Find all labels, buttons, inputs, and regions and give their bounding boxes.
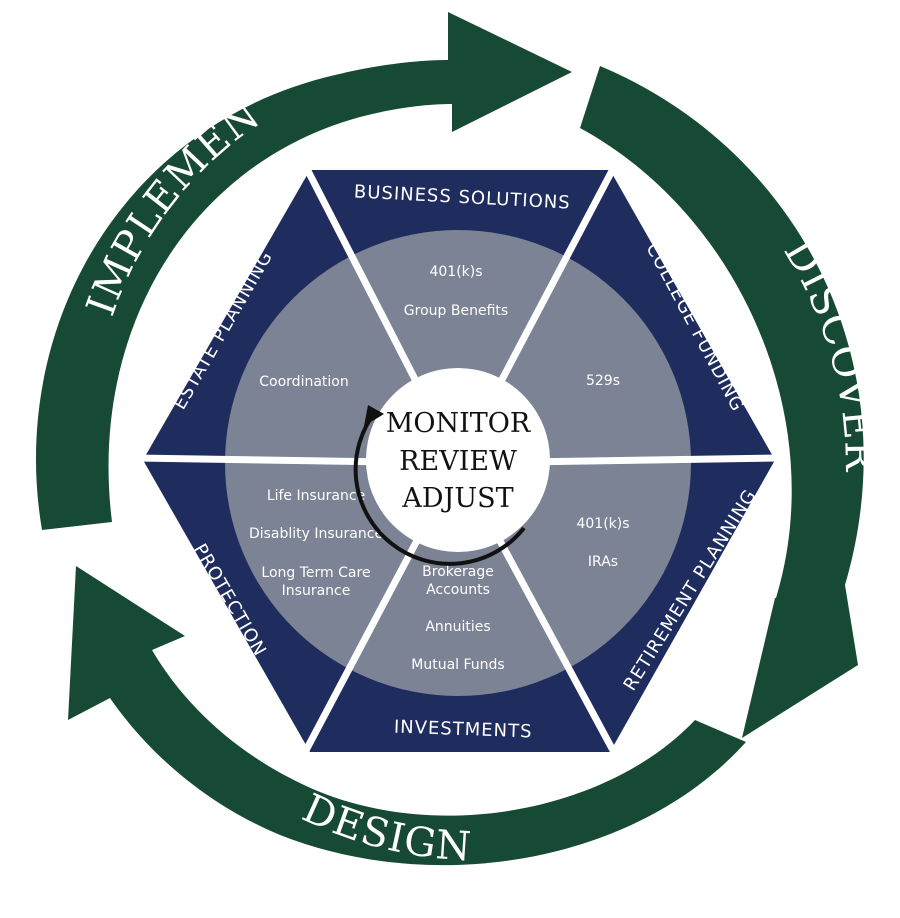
design-label: DESIGN — [296, 785, 473, 870]
protection-item: Life Insurance — [267, 488, 365, 504]
retirement-item: IRAs — [588, 554, 618, 570]
center-line-monitor: MONITOR — [386, 408, 531, 439]
protection-item: Insurance — [282, 583, 351, 599]
investments-item: Brokerage — [422, 564, 494, 580]
investments-item: Accounts — [426, 582, 490, 598]
protection-item: Disablity Insurance — [249, 526, 383, 542]
investments-title: INVESTMENTS — [394, 717, 533, 743]
investments-item: Mutual Funds — [411, 657, 504, 673]
cycle-arrows — [35, 12, 864, 866]
design-arrow — [68, 566, 746, 866]
retirement-item: 401(k)s — [576, 516, 629, 532]
investments-item: Annuities — [425, 619, 490, 635]
business-item: 401(k)s — [429, 264, 482, 280]
college-item: 529s — [586, 373, 620, 389]
center-line-review: REVIEW — [399, 446, 517, 477]
business-item: Group Benefits — [404, 303, 508, 319]
center-hub: MONITOR REVIEW ADJUST — [353, 368, 550, 566]
estate-item: Coordination — [259, 374, 348, 390]
protection-item: Long Term Care — [261, 565, 370, 581]
center-arrowhead-icon — [364, 405, 384, 426]
sector-items: 401(k)s Group Benefits 529s 401(k)s IRAs… — [249, 264, 630, 673]
discover-arrow — [580, 66, 864, 738]
center-cycle-arrow — [353, 409, 526, 566]
center-circle — [366, 368, 550, 552]
implement-arrow — [35, 12, 573, 530]
center-line-adjust: ADJUST — [401, 483, 513, 514]
